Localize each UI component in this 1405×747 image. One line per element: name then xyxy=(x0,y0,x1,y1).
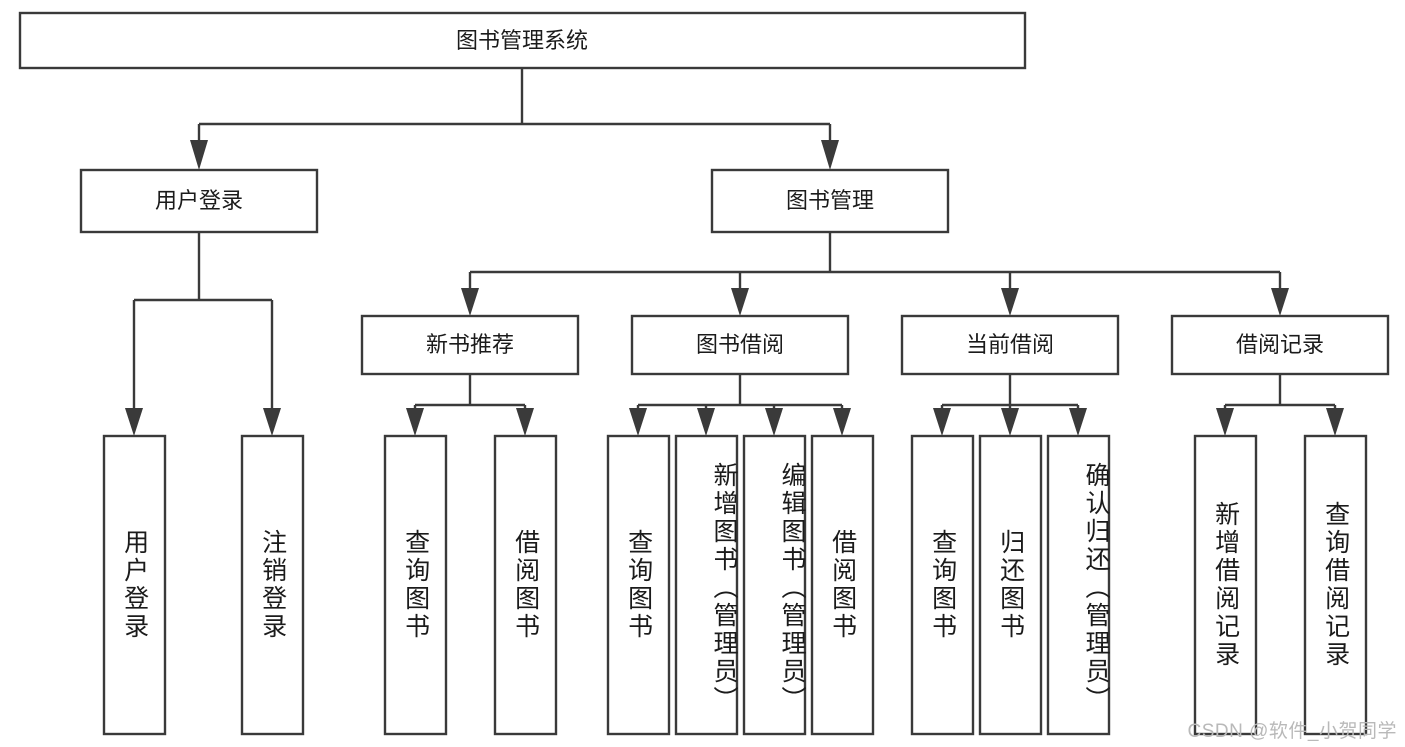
node-leaf-confirm-return-box[interactable] xyxy=(1046,434,1111,736)
node-root[interactable]: 图书管理系统 xyxy=(18,11,1027,70)
node-book-manage[interactable]: 图书管理 xyxy=(710,168,950,234)
node-current-borrow-label: 当前借阅 xyxy=(966,332,1054,357)
arrow-head-borrow-record xyxy=(1271,288,1289,316)
node-leaf-user-login-box[interactable] xyxy=(102,434,167,736)
node-user-login-label: 用户登录 xyxy=(155,188,243,213)
node-leaf-edit-book-box[interactable] xyxy=(742,434,807,736)
node-borrow-record-label: 借阅记录 xyxy=(1236,332,1324,357)
node-root-label: 图书管理系统 xyxy=(456,28,588,53)
arrow-head-new-book-recommend xyxy=(461,288,479,316)
node-current-borrow-box[interactable] xyxy=(900,314,1120,376)
arrow-head-user-login xyxy=(190,140,208,170)
arrow-head-leaf-add-book xyxy=(697,408,715,436)
arrow-head-leaf-query-book-1 xyxy=(406,408,424,436)
node-user-login-box[interactable] xyxy=(79,168,319,234)
arrow-head-leaf-query-book-2 xyxy=(629,408,647,436)
node-new-book-recommend-box[interactable] xyxy=(360,314,580,376)
node-root-box[interactable] xyxy=(18,11,1027,70)
node-book-manage-box[interactable] xyxy=(710,168,950,234)
connector-group-new-book-recommend-to-leaves xyxy=(406,374,534,436)
arrow-head-book-manage xyxy=(821,140,839,170)
node-book-manage-label: 图书管理 xyxy=(786,188,874,213)
node-leaf-query-book-3-box[interactable] xyxy=(910,434,975,736)
node-borrow-record[interactable]: 借阅记录 xyxy=(1170,314,1390,376)
node-book-borrow-label: 图书借阅 xyxy=(696,332,784,357)
node-leaf-query-book-2-box[interactable] xyxy=(606,434,671,736)
node-leaf-add-book-box[interactable] xyxy=(674,434,739,736)
csdn-watermark: CSDN @软件_小贺同学 xyxy=(1187,721,1397,742)
connector-group-user-login-to-leaves xyxy=(125,232,281,436)
connector-group-borrow-record-to-leaves xyxy=(1216,374,1344,436)
connector-group-root-to-level2 xyxy=(190,68,839,170)
node-leaf-return-book-box[interactable] xyxy=(978,434,1043,736)
node-user-login[interactable]: 用户登录 xyxy=(79,168,319,234)
node-leaf-query-record-box[interactable] xyxy=(1303,434,1368,736)
node-leaf-query-book-1-box[interactable] xyxy=(383,434,448,736)
connector-group-current-borrow-to-leaves xyxy=(933,374,1087,436)
node-leaf-add-record-box[interactable] xyxy=(1193,434,1258,736)
node-leaf-borrow-book-2-box[interactable] xyxy=(810,434,875,736)
node-leaf-logout-login-box[interactable] xyxy=(240,434,305,736)
arrow-head-leaf-return-book xyxy=(1001,408,1019,436)
node-new-book-recommend-label: 新书推荐 xyxy=(426,332,514,357)
node-current-borrow[interactable]: 当前借阅 xyxy=(900,314,1120,376)
arrow-head-leaf-confirm-return xyxy=(1069,408,1087,436)
node-borrow-record-box[interactable] xyxy=(1170,314,1390,376)
connector-group-book-borrow-to-leaves xyxy=(629,374,851,436)
arrow-head-leaf-query-record xyxy=(1326,408,1344,436)
arrow-head-leaf-logout-login xyxy=(263,408,281,436)
arrow-head-leaf-borrow-book-2 xyxy=(833,408,851,436)
arrow-head-leaf-user-login xyxy=(125,408,143,436)
node-book-borrow-box[interactable] xyxy=(630,314,850,376)
arrow-head-leaf-borrow-book-1 xyxy=(516,408,534,436)
connector-group-book-manage-to-level3 xyxy=(461,232,1289,316)
arrow-head-leaf-add-record xyxy=(1216,408,1234,436)
arrow-head-book-borrow xyxy=(731,288,749,316)
node-book-borrow[interactable]: 图书借阅 xyxy=(630,314,850,376)
node-new-book-recommend[interactable]: 新书推荐 xyxy=(360,314,580,376)
arrow-head-leaf-edit-book xyxy=(765,408,783,436)
arrow-head-current-borrow xyxy=(1001,288,1019,316)
node-leaf-borrow-book-1-box[interactable] xyxy=(493,434,558,736)
arrow-head-leaf-query-book-3 xyxy=(933,408,951,436)
